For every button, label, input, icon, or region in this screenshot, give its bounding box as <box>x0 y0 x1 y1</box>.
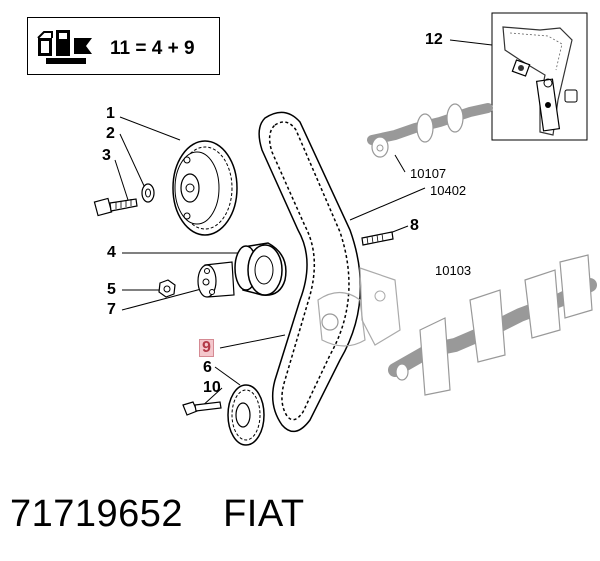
callout-9[interactable]: 9 <box>199 339 214 357</box>
stud <box>361 231 394 246</box>
ref-crankshaft: 10103 <box>435 263 472 278</box>
crank-bolt <box>182 401 222 416</box>
timing-belt <box>258 111 362 433</box>
callout-1: 1 <box>106 105 115 122</box>
spacer <box>197 261 235 298</box>
brand-name: FIAT <box>223 493 305 535</box>
parts-kit-icon <box>37 30 92 64</box>
timing-belt-exploded-diagram <box>93 12 597 446</box>
tensioner-detail-inset <box>491 12 588 141</box>
sprocket-bolt <box>93 197 138 217</box>
callout-6: 6 <box>203 359 212 376</box>
camshaft-sprocket <box>172 140 238 236</box>
callout-2: 2 <box>106 125 115 142</box>
camshaft <box>367 103 493 158</box>
leader-lines <box>114 39 493 409</box>
callout-8: 8 <box>410 217 419 234</box>
crankshaft <box>388 254 597 396</box>
tensioner-pulley <box>234 242 287 296</box>
callout-12: 12 <box>425 31 443 48</box>
part-footer: 71719652 FIAT <box>10 494 305 534</box>
callout-4: 4 <box>107 244 116 261</box>
ref-camshaft: 10107 <box>410 166 447 181</box>
callout-5: 5 <box>107 281 116 298</box>
callout-7: 7 <box>107 301 116 318</box>
callout-10: 10 <box>203 379 221 396</box>
kit-composition-box: 11 = 4 + 9 <box>27 17 220 75</box>
kit-formula: 11 = 4 + 9 <box>110 38 195 59</box>
ref-timing-belt: 10402 <box>430 183 467 198</box>
crankshaft-sprocket <box>227 384 265 446</box>
part-number: 71719652 <box>10 493 184 535</box>
callout-3: 3 <box>102 147 111 164</box>
engine-housing <box>317 267 401 347</box>
